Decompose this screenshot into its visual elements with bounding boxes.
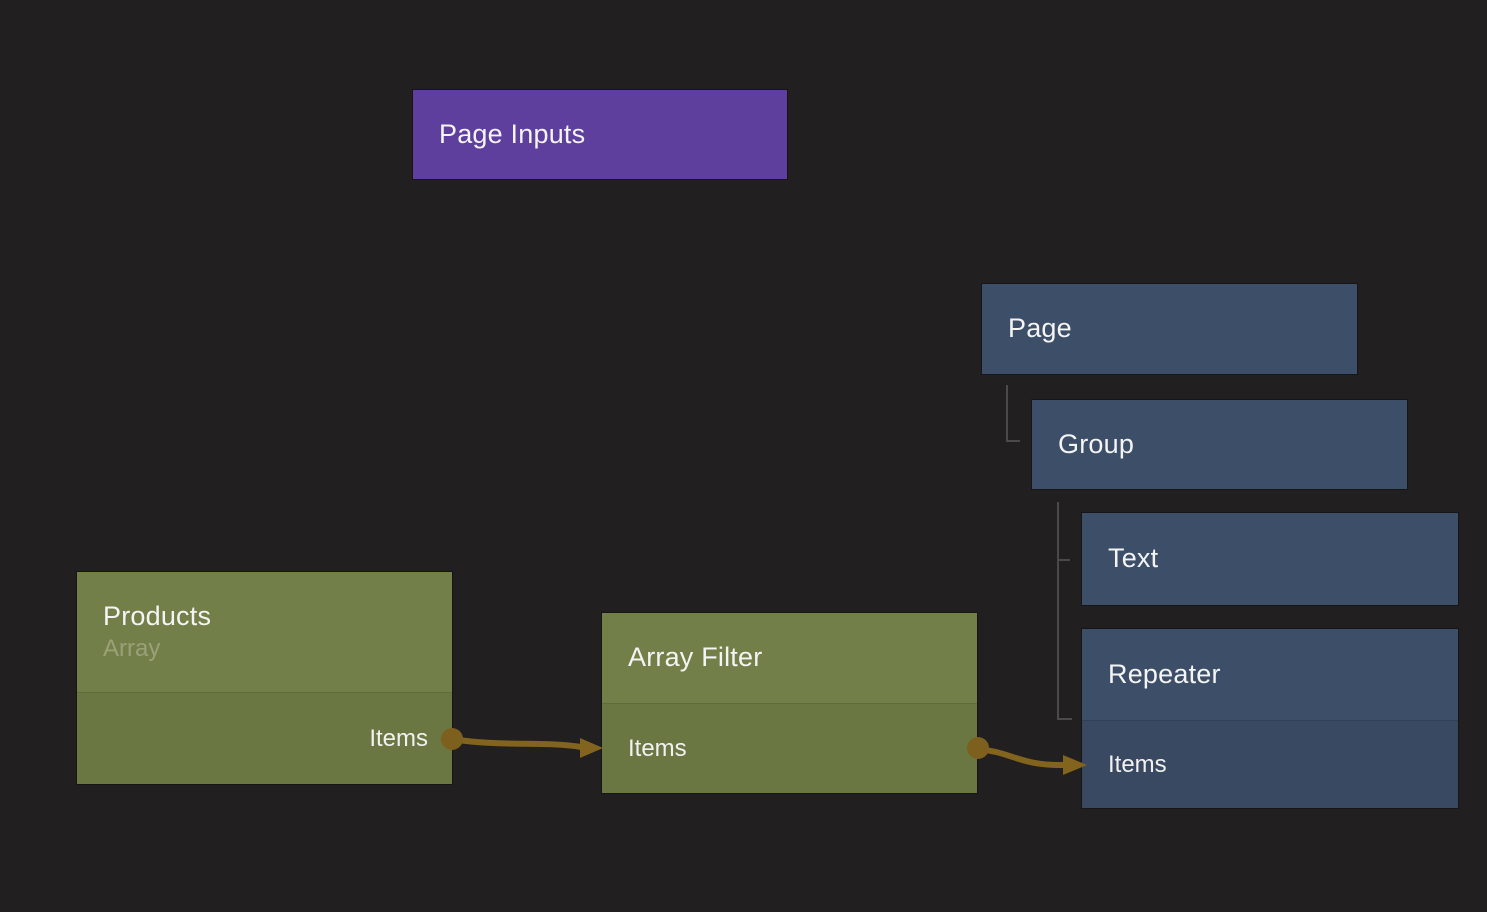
array-filter-title: Array Filter xyxy=(628,642,763,673)
products-type-label: Array xyxy=(103,634,161,662)
node-text[interactable]: Text xyxy=(1082,513,1458,605)
page-title: Page xyxy=(1008,313,1072,344)
products-title: Products xyxy=(103,601,212,632)
tree-line-group-to-repeater xyxy=(1057,502,1072,720)
page-inputs-title: Page Inputs xyxy=(439,118,586,149)
products-items-label: Items xyxy=(369,724,428,752)
array-filter-output-port-dot[interactable] xyxy=(967,737,989,759)
repeater-items-input-port[interactable]: Items xyxy=(1082,720,1458,808)
node-array-filter[interactable]: Array Filter Items xyxy=(602,613,977,793)
node-group[interactable]: Group xyxy=(1032,400,1407,489)
tree-line-page-to-group xyxy=(1006,385,1020,442)
array-filter-header[interactable]: Array Filter xyxy=(602,613,977,703)
text-title: Text xyxy=(1108,543,1159,574)
products-items-output-port[interactable]: Items xyxy=(77,692,452,784)
products-output-port-dot[interactable] xyxy=(441,728,463,750)
node-repeater[interactable]: Repeater Items xyxy=(1082,629,1458,808)
wire-products-to-array-filter[interactable] xyxy=(451,736,582,750)
repeater-title: Repeater xyxy=(1108,658,1221,689)
array-filter-items-port[interactable]: Items xyxy=(602,703,977,793)
group-title: Group xyxy=(1058,428,1135,459)
wire-array-filter-to-repeater[interactable] xyxy=(977,746,1065,769)
repeater-items-label: Items xyxy=(1108,750,1167,778)
wire-arrowhead-icon xyxy=(580,738,603,758)
node-products[interactable]: Products Array Items xyxy=(77,572,452,784)
node-page-inputs[interactable]: Page Inputs xyxy=(413,90,787,179)
repeater-header[interactable]: Repeater xyxy=(1082,629,1458,720)
products-header[interactable]: Products Array xyxy=(77,572,452,692)
node-page[interactable]: Page xyxy=(982,284,1357,374)
array-filter-items-label: Items xyxy=(628,734,687,762)
